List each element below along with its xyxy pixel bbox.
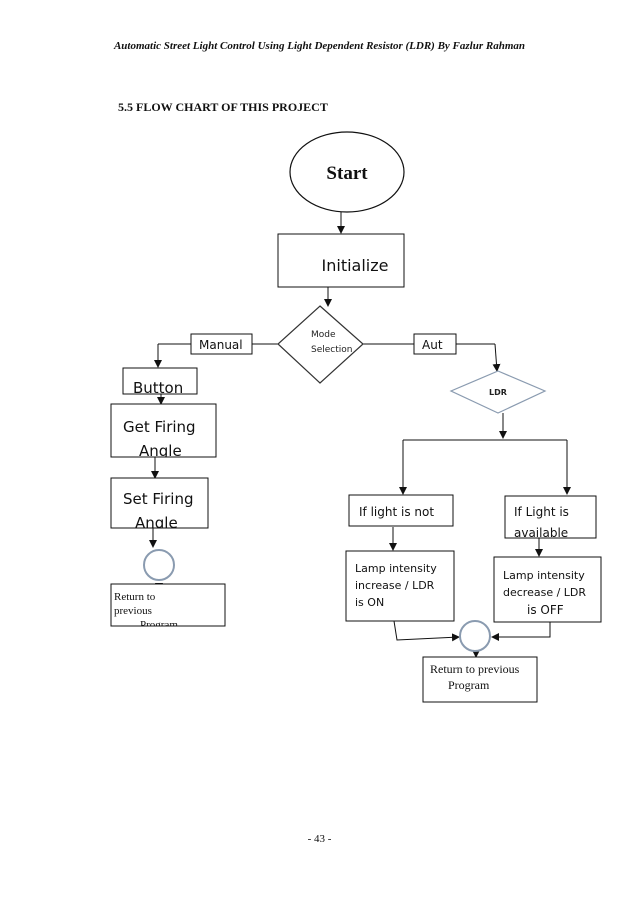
if-light-not-label: If light is not [359,505,434,519]
lamp-on-to-connector-arrow [393,620,460,642]
return-left-line2: previous [114,605,152,617]
button-label: Button [133,379,183,397]
start-label: Start [326,163,368,184]
lamp-on-line1: Lamp intensity [355,562,437,575]
running-header: Automatic Street Light Control Using Lig… [113,40,526,52]
lamp-off-box [493,556,602,623]
mode-selection-decision [277,305,364,384]
mode-label-line2: Selection [311,345,352,355]
button-box [122,367,198,395]
set-firing-line1: Set Firing [123,490,193,508]
if-light-not-box [348,494,454,527]
initialize-label: Initialize [322,256,389,275]
ldr-decision [449,370,547,414]
return-left-line1: Return to [114,591,156,603]
lamp-off-line1: Lamp intensity [503,569,585,582]
left-connector-circle [143,549,175,581]
lamp-on-box [345,550,455,622]
lamp-off-to-connector-arrow [491,622,551,641]
return-left-box [110,583,226,627]
mode-label-line1: Mode [311,330,336,340]
get-firing-line2: Angle [139,442,182,460]
return-right-line1: Return to previous [430,662,520,676]
auto-label: Aut [422,338,443,352]
start-terminal [289,131,405,213]
if-available-line2: available [514,526,568,540]
lamp-off-line2: decrease / LDR [503,586,586,599]
initialize-box [277,233,405,288]
get-firing-angle-box [110,403,217,458]
set-firing-angle-box [110,477,209,529]
auto-label-box [413,333,457,355]
get-firing-line1: Get Firing [123,418,196,436]
return-left-line3: Program [140,619,178,631]
manual-label: Manual [199,338,243,352]
lamp-on-line3: is ON [355,596,384,609]
lamp-off-line3: is OFF [527,603,564,617]
manual-label-box [190,333,253,355]
return-right-line2: Program [448,678,490,692]
right-connector-circle [459,620,491,652]
if-available-line1: If Light is [514,505,569,519]
lamp-on-line2: increase / LDR [355,579,435,592]
ldr-label: LDR [489,388,507,397]
set-firing-line2: Angle [135,514,178,532]
section-title: 5.5 FLOW CHART OF THIS PROJECT [118,100,328,114]
page-number: - 43 - [307,833,332,845]
connector-lines [149,212,571,658]
if-light-available-box [504,495,597,539]
return-right-box [422,656,538,703]
auto-down-arrow [492,343,501,372]
